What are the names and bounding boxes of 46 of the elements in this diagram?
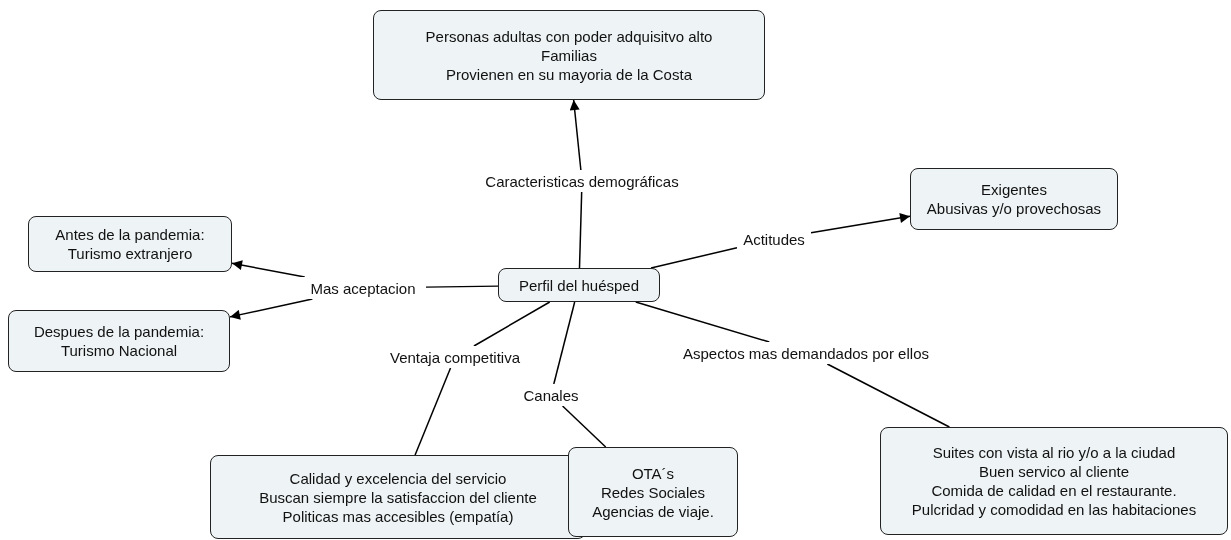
- concept-text: Comida de calidad en el restaurante.: [931, 481, 1177, 500]
- concept-text: Perfil del huésped: [518, 275, 640, 295]
- concept-text: Calidad y excelencia del servicio: [289, 468, 507, 488]
- concept-text: Pulcridad y comodidad en las habitaciones: [911, 500, 1197, 519]
- concept-text: Suites con vista al rio y/o a la ciudad: [932, 443, 1176, 462]
- concept-text: Abusivas y/o provechosas: [926, 199, 1102, 218]
- linking-phrase: Ventaja competitiva: [389, 347, 521, 367]
- arrow: [231, 260, 306, 278]
- concept-text: Exigentes: [981, 180, 1047, 199]
- concept-text: Provienen en su mayoria de la Costa: [446, 64, 692, 84]
- linking-phrase: Caracteristicas demográficas: [485, 171, 679, 191]
- connector-line: [635, 301, 771, 343]
- concept-box: [910, 168, 1118, 230]
- connector-line: [578, 191, 583, 269]
- connector-line: [826, 363, 951, 428]
- concept-text: Antes de la pandemia:: [55, 225, 205, 244]
- connector-line: [553, 301, 576, 385]
- connector-line: [650, 247, 738, 269]
- linking-phrase: Mas aceptacion: [310, 278, 416, 298]
- concept-box: [28, 216, 232, 272]
- linking-phrase: Actitudes: [743, 229, 805, 249]
- concept-text: Despues de la pandemia:: [33, 322, 205, 341]
- linking-phrase: Canales: [523, 385, 579, 405]
- concept-box: [498, 268, 660, 302]
- concept-box: [568, 447, 738, 537]
- concept-text: Redes Sociales: [600, 482, 706, 502]
- arrow: [569, 99, 582, 171]
- linking-phrase: Aspectos mas demandados por ellos: [683, 343, 929, 363]
- concept-box: [880, 427, 1228, 535]
- concept-text: Buen servico al cliente: [978, 462, 1130, 481]
- arrow: [229, 298, 314, 320]
- concept-box: [373, 10, 765, 100]
- arrow: [810, 213, 911, 234]
- concept-box: [8, 310, 230, 372]
- connector-line: [473, 301, 551, 347]
- concept-text: Politicas mas accesibles (empatía): [282, 506, 514, 526]
- connector-line: [425, 285, 499, 288]
- connector-line: [414, 367, 452, 456]
- concept-text: Turismo Nacional: [60, 341, 178, 360]
- concept-text: Familias: [541, 45, 597, 65]
- concept-text: Buscan siempre la satisfaccion del cliente: [259, 487, 537, 507]
- concept-text: OTA´s: [631, 463, 675, 483]
- connector-line: [561, 405, 607, 448]
- concept-text: Turismo extranjero: [67, 244, 193, 263]
- concept-text: Personas adultas con poder adquisitvo alto: [425, 26, 713, 46]
- concept-text: Agencias de viaje.: [592, 501, 714, 521]
